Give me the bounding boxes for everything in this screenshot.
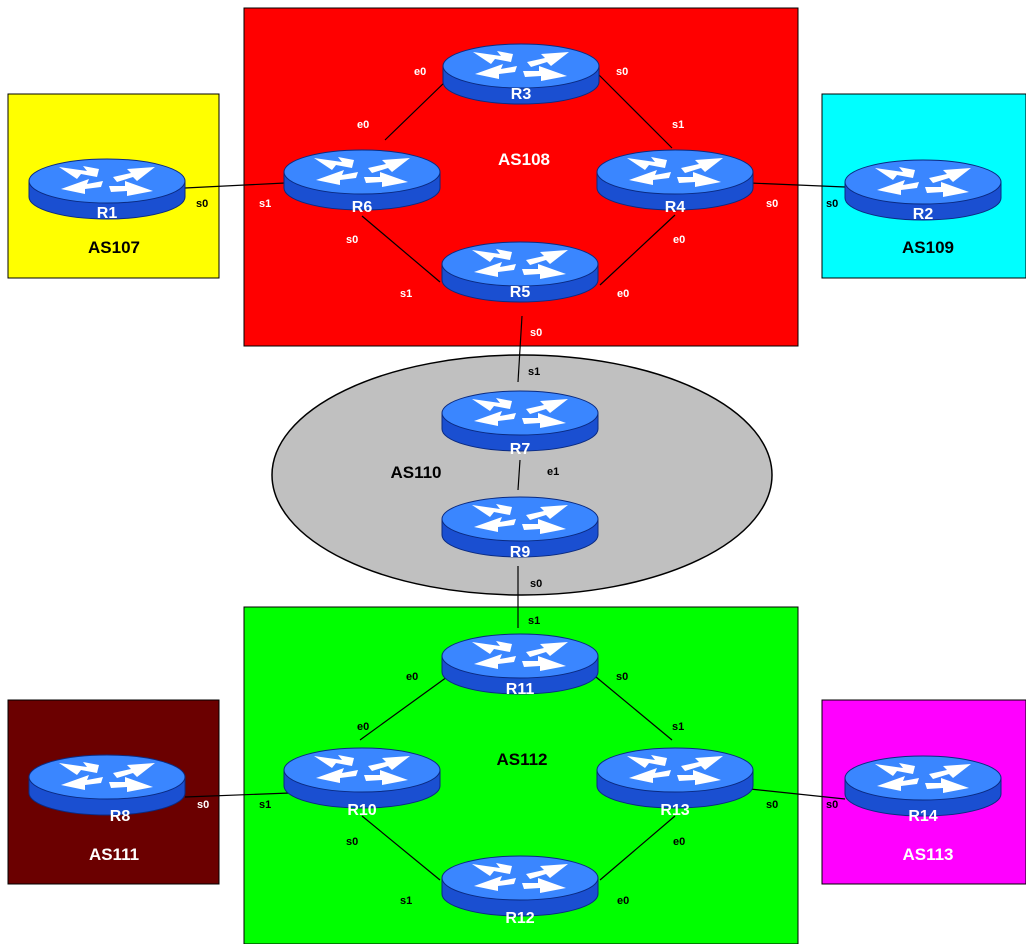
if-r13-s0: s0 — [766, 799, 778, 811]
link-r8-r10 — [184, 792, 291, 798]
router-r11[interactable]: R11 — [441, 633, 599, 698]
router-label: R4 — [665, 199, 686, 216]
router-label: R10 — [347, 802, 376, 819]
router-label: R9 — [510, 544, 531, 561]
if-r10-e0: e0 — [357, 721, 369, 733]
if-r3-s0: s0 — [616, 66, 628, 78]
router-icon — [442, 43, 600, 105]
if-r9-s0: s0 — [530, 578, 542, 590]
if-r12-e0: e0 — [617, 895, 629, 907]
if-r5-s1: s1 — [400, 288, 412, 300]
if-r11-s0: s0 — [616, 671, 628, 683]
router-icon — [28, 754, 186, 816]
if-r6-e0: e0 — [357, 119, 369, 131]
router-label: R3 — [511, 86, 532, 103]
as110-label: AS110 — [390, 463, 441, 482]
links — [184, 71, 846, 881]
if-r7-s1: s1 — [528, 366, 540, 378]
if-r10-s1: s1 — [259, 799, 271, 811]
router-r1[interactable]: R1 — [28, 158, 186, 222]
as111-label: AS111 — [89, 845, 139, 864]
if-r6-s1: s1 — [259, 198, 271, 210]
link-r1-r6 — [184, 182, 286, 189]
link-r10-r12 — [361, 815, 441, 881]
link-r4-r2 — [749, 182, 846, 188]
router-r3[interactable]: R3 — [442, 43, 600, 105]
if-r12-s1: s1 — [400, 895, 412, 907]
link-r6-r5 — [361, 215, 441, 283]
link-r3-r4 — [595, 71, 673, 149]
router-icon — [283, 747, 441, 809]
router-icon — [441, 496, 599, 558]
if-r1-s0: s0 — [196, 198, 208, 210]
if-r3-e0: e0 — [414, 66, 426, 78]
as112-label: AS112 — [496, 750, 547, 769]
if-r5-s0: s0 — [530, 327, 542, 339]
router-r7[interactable]: R7 — [441, 390, 599, 458]
if-r11-e0: e0 — [406, 671, 418, 683]
router-r5[interactable]: R5 — [441, 241, 599, 303]
router-r2[interactable]: R2 — [844, 159, 1002, 223]
router-label: R1 — [97, 205, 118, 222]
as113-label: AS113 — [902, 845, 953, 864]
router-label: R8 — [110, 808, 131, 825]
router-label: R6 — [352, 199, 373, 216]
as109-label: AS109 — [902, 238, 954, 257]
router-icon — [441, 390, 599, 452]
router-icon — [844, 159, 1002, 221]
router-r14[interactable]: R14 — [844, 755, 1002, 825]
as107-label: AS107 — [88, 238, 140, 257]
as108-label: AS108 — [498, 150, 550, 169]
if-r5-e0: e0 — [617, 288, 629, 300]
if-r8-s0: s0 — [197, 799, 209, 811]
router-icon — [844, 755, 1002, 817]
router-r12[interactable]: R12 — [441, 855, 599, 927]
if-r13-e0: e0 — [673, 836, 685, 848]
router-icon — [283, 149, 441, 211]
if-r4-s0: s0 — [766, 198, 778, 210]
router-label: R7 — [510, 441, 531, 458]
router-r13[interactable]: R13 — [596, 747, 754, 819]
as110-region — [271, 354, 773, 596]
router-r4[interactable]: R4 — [596, 149, 754, 216]
link-r13-r14 — [749, 788, 846, 800]
router-icon — [441, 241, 599, 303]
router-icon — [596, 149, 754, 211]
if-r4-e0: e0 — [673, 234, 685, 246]
if-r7-e1: e1 — [547, 466, 559, 478]
router-r6[interactable]: R6 — [283, 149, 441, 216]
router-r10[interactable]: R10 — [283, 747, 441, 819]
router-r8[interactable]: R8 — [28, 754, 186, 825]
router-label: R14 — [908, 808, 937, 825]
if-r11-s1: s1 — [528, 615, 540, 627]
router-icon — [441, 633, 599, 695]
router-label: R2 — [913, 206, 934, 223]
router-r9[interactable]: R9 — [441, 496, 599, 561]
router-label: R11 — [506, 681, 535, 698]
router-icon — [596, 747, 754, 809]
if-r4-s1: s1 — [672, 119, 684, 131]
link-r7-r9 — [517, 459, 521, 491]
link-r4-r5 — [599, 214, 676, 286]
if-r14-s0: s0 — [826, 799, 838, 811]
router-label: R12 — [505, 910, 534, 927]
link-r11-r10 — [359, 676, 448, 741]
router-icon — [441, 855, 599, 917]
if-r2-s0: s0 — [826, 198, 838, 210]
link-r11-r13 — [595, 676, 673, 741]
if-r10-s0: s0 — [346, 836, 358, 848]
router-label: R13 — [660, 802, 689, 819]
router-label: R5 — [510, 284, 531, 301]
if-r13-s1: s1 — [672, 721, 684, 733]
link-r13-r12 — [599, 815, 676, 881]
if-r6-s0: s0 — [346, 234, 358, 246]
link-r6-r3 — [384, 79, 448, 141]
interface-labels: s0 s1 e0 s0 e0 s0 s1 s0 e0 s0 s1 e0 s0 s… — [196, 66, 838, 907]
router-icon — [28, 158, 186, 220]
link-r5-r7 — [517, 315, 523, 383]
